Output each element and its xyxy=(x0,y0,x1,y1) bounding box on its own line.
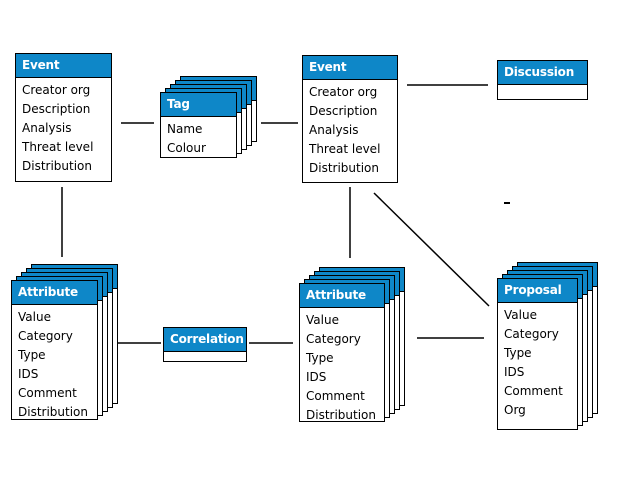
entity-field-list xyxy=(164,352,246,355)
field-label: Type xyxy=(306,351,334,365)
field-label: Colour xyxy=(167,141,206,155)
field-label: IDS xyxy=(504,365,525,379)
field-label: Analysis xyxy=(22,121,72,135)
field-label: Type xyxy=(504,346,532,360)
field-label: Category xyxy=(504,327,559,341)
field-label: Threat level xyxy=(22,140,94,154)
stray-mark xyxy=(504,202,510,204)
field-label: Description xyxy=(309,104,378,118)
field-label: Threat level xyxy=(309,142,381,156)
field-label: Value xyxy=(18,310,51,324)
field-label: Creator org xyxy=(22,83,91,97)
connector-event-right-proposal xyxy=(373,192,490,307)
field-label: IDS xyxy=(18,367,39,381)
field-label: Distribution xyxy=(306,408,377,422)
field-label: Comment xyxy=(504,384,563,398)
field-label: Creator org xyxy=(309,85,378,99)
field-label: Value xyxy=(504,308,537,322)
field-label: Distribution xyxy=(22,159,93,173)
entity-title: Attribute xyxy=(300,284,384,308)
entity-title: Correlation xyxy=(164,328,246,352)
field-label: Org xyxy=(504,403,526,417)
field-label: Value xyxy=(306,313,339,327)
field-label: Name xyxy=(167,122,203,136)
entity-correlation: Correlation xyxy=(163,327,247,362)
entity-title: Event xyxy=(303,56,397,80)
field-label: Distribution xyxy=(18,405,89,419)
entity-title: Event xyxy=(16,54,111,78)
entity-title: Attribute xyxy=(12,281,97,305)
field-label: Description xyxy=(22,102,91,116)
field-label: Analysis xyxy=(309,123,359,137)
entity-title: Tag xyxy=(161,93,236,117)
entity-discussion: Discussion xyxy=(497,60,588,100)
field-label: Category xyxy=(306,332,361,346)
field-label: Type xyxy=(18,348,46,362)
field-label: Comment xyxy=(18,386,77,400)
entity-card: Correlation xyxy=(163,327,247,362)
entity-field-list xyxy=(498,85,587,88)
field-label: Category xyxy=(18,329,73,343)
field-label: IDS xyxy=(306,370,327,384)
entity-card: Discussion xyxy=(497,60,588,100)
field-label: Distribution xyxy=(309,161,380,175)
field-label: Comment xyxy=(306,389,365,403)
entity-title: Proposal xyxy=(498,279,577,303)
entity-title: Discussion xyxy=(498,61,587,85)
